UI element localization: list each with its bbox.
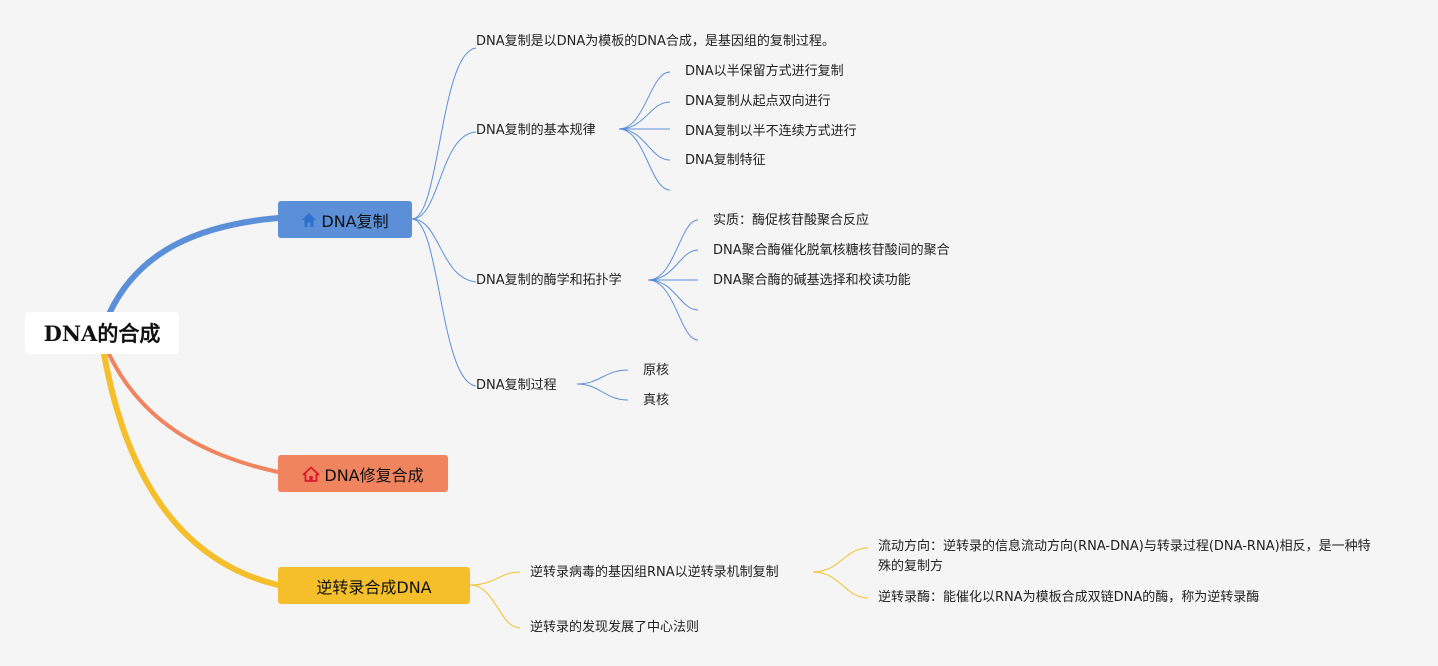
subtopic-rule[interactable]: DNA复制特征 xyxy=(685,153,766,168)
branch-label: DNA复制 xyxy=(321,211,389,231)
branch-dna-replication[interactable]: DNA复制 xyxy=(278,201,412,238)
root-node[interactable]: DNA的合成 xyxy=(25,312,179,354)
subtopic-prokaryote[interactable]: 原核 xyxy=(643,363,670,378)
subtopic-rule[interactable]: DNA复制从起点双向进行 xyxy=(685,94,831,109)
topic-replication-process[interactable]: DNA复制过程 xyxy=(476,378,557,393)
subtopic-reverse-transcriptase[interactable]: 逆转录酶：能催化以RNA为模板合成双链DNA的酶，称为逆转录酶 xyxy=(878,590,1260,605)
home-icon xyxy=(301,212,317,228)
link-rev-item1 xyxy=(469,571,521,586)
link-enz-c4 xyxy=(647,279,699,311)
house-icon xyxy=(302,466,320,482)
link-root-reverse xyxy=(101,351,281,588)
link-rep-item3 xyxy=(411,218,477,283)
link-proc-c1 xyxy=(576,369,629,385)
link-root-replication xyxy=(107,215,281,315)
subtopic-enzyme[interactable]: DNA聚合酶催化脱氧核糖核苷酸间的聚合 xyxy=(713,243,950,258)
link-rules-c1 xyxy=(618,71,671,130)
link-rules-c5 xyxy=(618,128,671,191)
subtopic-enzyme[interactable]: DNA聚合酶的碱基选择和校读功能 xyxy=(713,273,911,288)
topic-replication-definition[interactable]: DNA复制是以DNA为模板的DNA合成，是基因组的复制过程。 xyxy=(476,34,835,49)
link-rules-c4 xyxy=(618,128,671,161)
branch-label: DNA修复合成 xyxy=(324,465,424,485)
subtopic-enzyme[interactable]: 实质：酶促核苷酸聚合反应 xyxy=(713,213,870,228)
topic-enzymology-topology[interactable]: DNA复制的酶学和拓扑学 xyxy=(476,273,622,288)
link-rules-c2 xyxy=(618,101,671,130)
branch-dna-repair[interactable]: DNA修复合成 xyxy=(278,455,448,492)
link-rev-item2 xyxy=(469,584,521,629)
link-proc-c2 xyxy=(576,383,629,401)
link-enz-c2 xyxy=(647,249,699,281)
root-label: DNA的合成 xyxy=(43,321,161,346)
branch-reverse-transcription[interactable]: 逆转录合成DNA xyxy=(278,567,470,604)
subtopic-flow-direction[interactable]: 流动方向：逆转录的信息流动方向(RNA-DNA)与转录过程(DNA-RNA)相反… xyxy=(878,539,1371,574)
link-enz-c5 xyxy=(647,279,699,341)
subtopic-eukaryote[interactable]: 真核 xyxy=(643,393,670,408)
subtopic-rule[interactable]: DNA以半保留方式进行复制 xyxy=(685,64,844,79)
link-revvir-c2 xyxy=(812,571,869,599)
link-rep-item2 xyxy=(411,131,477,220)
subtopic-rule[interactable]: DNA复制以半不连续方式进行 xyxy=(685,124,857,139)
link-root-repair xyxy=(106,350,280,474)
topic-basic-rules[interactable]: DNA复制的基本规律 xyxy=(476,123,596,138)
link-revvir-c1 xyxy=(812,547,869,573)
branch-label: 逆转录合成DNA xyxy=(316,577,432,597)
link-rep-item1 xyxy=(411,47,477,220)
topic-retrovirus-replication[interactable]: 逆转录病毒的基因组RNA以逆转录机制复制 xyxy=(530,565,779,580)
topic-central-dogma[interactable]: 逆转录的发现发展了中心法则 xyxy=(530,620,700,635)
link-enz-c1 xyxy=(647,219,699,281)
link-rep-item4 xyxy=(411,218,477,387)
